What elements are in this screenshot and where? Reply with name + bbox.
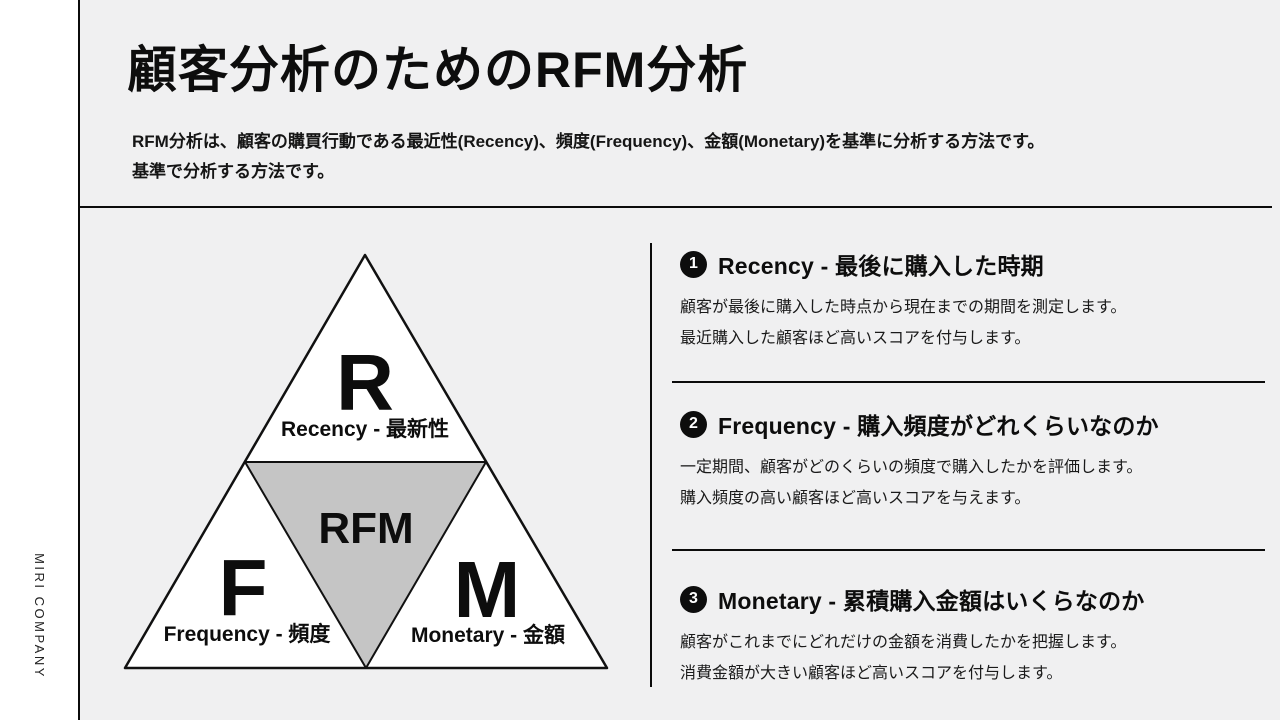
section-divider-1 <box>672 381 1265 383</box>
header-divider <box>80 206 1272 208</box>
section-frequency: 2 Frequency - 購入頻度がどれくらいなのか 一定期間、顧客がどのくら… <box>680 407 1264 514</box>
section-recency-body-line-2: 最近購入した顧客ほど高いスコアを付与します。 <box>680 330 1031 347</box>
number-badge-3: 3 <box>680 585 707 613</box>
section-recency-body: 顧客が最後に購入した時点から現在までの期間を測定します。 最近購入した顧客ほど高… <box>680 292 1264 354</box>
details-column: 1 Recency - 最後に購入した時期 顧客が最後に購入した時点から現在まで… <box>650 207 1280 720</box>
subtitle-line-1: RFM分析は、顧客の購買行動である最近性(Recency)、頻度(Frequen… <box>132 132 1045 151</box>
page-subtitle: RFM分析は、顧客の購買行動である最近性(Recency)、頻度(Frequen… <box>132 127 1242 187</box>
subtitle-line-2: 基準で分析する方法です。 <box>132 161 335 181</box>
section-divider-2 <box>672 549 1265 551</box>
section-monetary-title: Monetary - 累積購入金額はいくらなのか <box>718 588 1145 614</box>
section-monetary-body-line-1: 顧客がこれまでにどれだけの金額を消費したかを把握します。 <box>680 634 1127 651</box>
section-monetary-header: 3 Monetary - 累積購入金額はいくらなのか <box>680 582 1264 616</box>
number-badge-1: 1 <box>680 250 707 278</box>
page-title: 顧客分析のためのRFM分析 <box>127 42 749 98</box>
triangle-label-rfm: RFM <box>318 504 413 553</box>
section-recency-header: 1 Recency - 最後に購入した時期 <box>680 247 1264 281</box>
section-recency-body-line-1: 顧客が最後に購入した時点から現在までの期間を測定します。 <box>680 299 1127 316</box>
section-monetary-body: 顧客がこれまでにどれだけの金額を消費したかを把握します。 消費金額が大きい顧客ほ… <box>680 627 1264 689</box>
triangle-letter-f: F <box>219 543 268 632</box>
section-recency-title: Recency - 最後に購入した時期 <box>718 253 1044 279</box>
column-vertical-divider <box>650 243 652 687</box>
triangle-label-monetary: Monetary - 金額 <box>411 623 565 647</box>
section-frequency-title: Frequency - 購入頻度がどれくらいなのか <box>718 413 1159 439</box>
triangle-center-inverted <box>244 461 487 669</box>
rfm-triangle-diagram: R Recency - 最新性 RFM F Frequency - 頻度 M M… <box>123 253 609 670</box>
section-recency: 1 Recency - 最後に購入した時期 顧客が最後に購入した時点から現在まで… <box>680 247 1264 354</box>
left-margin-strip <box>0 0 78 720</box>
section-frequency-body: 一定期間、顧客がどのくらいの頻度で購入したかを評価します。 購入頻度の高い顧客ほ… <box>680 452 1264 514</box>
number-badge-2: 2 <box>680 410 707 438</box>
section-frequency-body-line-2: 購入頻度の高い顧客ほど高いスコアを与えます。 <box>680 490 1031 507</box>
section-frequency-header: 2 Frequency - 購入頻度がどれくらいなのか <box>680 407 1264 441</box>
triangle-label-recency: Recency - 最新性 <box>281 417 449 441</box>
section-frequency-body-line-1: 一定期間、顧客がどのくらいの頻度で購入したかを評価します。 <box>680 459 1143 476</box>
left-vertical-rule <box>78 0 80 720</box>
triangle-letter-m: M <box>454 545 521 634</box>
triangle-label-frequency: Frequency - 頻度 <box>164 622 331 646</box>
section-monetary: 3 Monetary - 累積購入金額はいくらなのか 顧客がこれまでにどれだけの… <box>680 582 1264 689</box>
company-name-vertical: MIRI COMPANY <box>32 553 47 679</box>
section-monetary-body-line-2: 消費金額が大きい顧客ほど高いスコアを付与します。 <box>680 665 1063 682</box>
triangle-letter-r: R <box>336 338 394 427</box>
